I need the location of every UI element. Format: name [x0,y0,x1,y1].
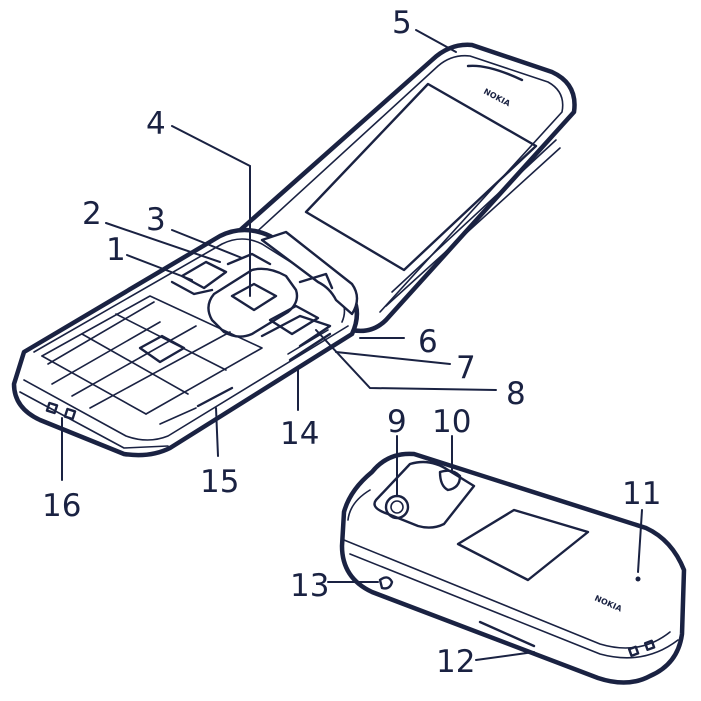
phone-base [11,227,360,458]
earpiece [466,64,524,82]
call-key[interactable] [170,280,214,296]
callout-6: 6 [418,324,438,360]
callout-5: 5 [392,5,412,41]
hinge [260,230,359,316]
headset-connector [378,576,394,590]
center-select-key[interactable] [230,282,278,312]
callout-15: 15 [200,464,239,500]
charging-connector [45,401,59,415]
end-power-key[interactable] [268,304,320,336]
side-key-left[interactable] [196,386,234,408]
callout-13: 13 [290,568,329,604]
flash [438,469,462,492]
callout-12: 12 [436,644,475,680]
camera-module [373,460,476,529]
callout-1: 1 [106,232,126,268]
callout-16: 16 [42,488,81,524]
key-five[interactable] [138,334,186,364]
callout-14: 14 [280,416,319,452]
cover-display [456,508,590,582]
clear-back-key[interactable] [260,314,332,348]
phone-closed: NOKIA [339,451,687,685]
callout-10: 10 [432,404,471,440]
up-key[interactable] [226,252,272,266]
lid-screen [304,82,538,272]
callout-2: 2 [82,196,102,232]
left-selection-key[interactable] [180,260,228,290]
callout-11: 11 [622,476,661,512]
callout-3: 3 [146,202,166,238]
callout-labels: 1 2 3 4 5 6 7 8 9 10 11 12 13 14 15 16 [42,5,661,680]
keypad[interactable] [41,295,263,415]
leader-lines [61,29,643,661]
callout-9: 9 [387,404,407,440]
right-selection-key[interactable] [298,272,334,290]
microphone [635,576,641,582]
callout-4: 4 [146,106,166,142]
navigation-key[interactable] [207,267,299,338]
callout-7: 7 [456,350,476,386]
callout-8: 8 [506,376,526,412]
strap-hole [478,620,536,648]
